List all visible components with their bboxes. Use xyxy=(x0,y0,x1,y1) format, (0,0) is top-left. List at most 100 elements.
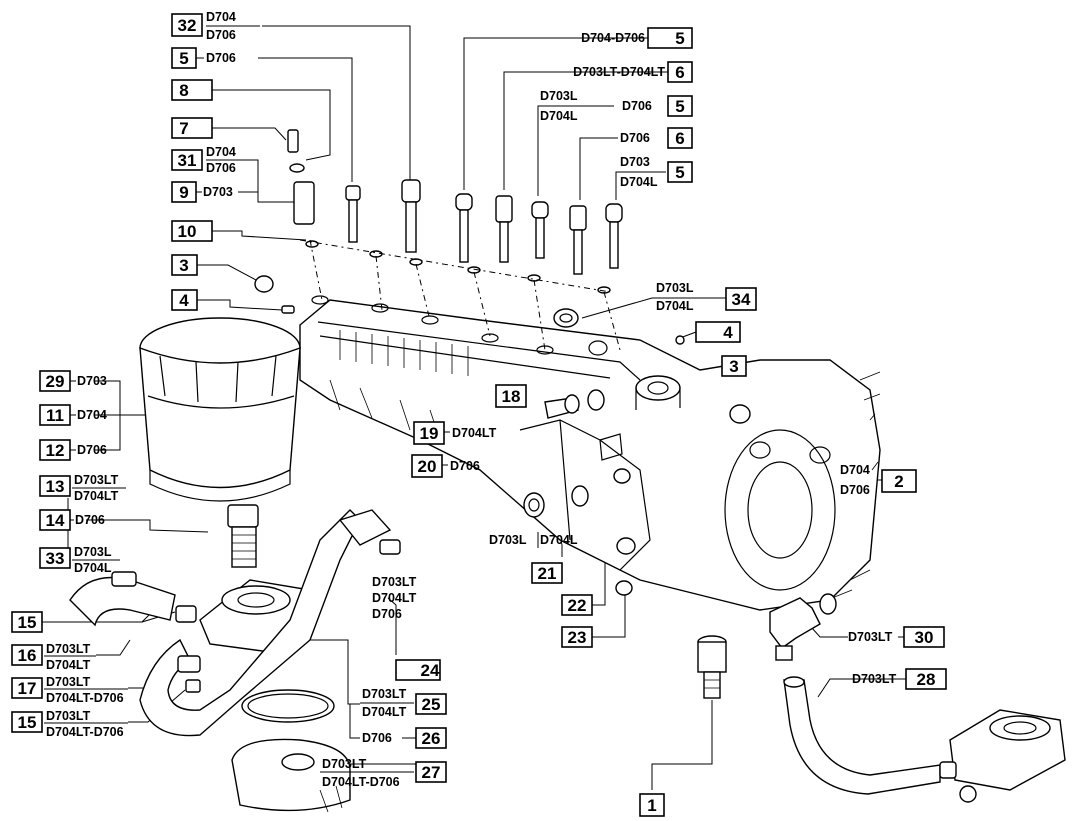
callout-model: D704LT xyxy=(452,426,497,440)
callout-number: 15 xyxy=(18,613,37,632)
callout-model: D703L xyxy=(656,281,694,295)
callout-15: 15 xyxy=(11,611,43,633)
callout-4-right: 4 xyxy=(695,321,741,343)
callout-model: D706 xyxy=(75,513,105,527)
callout-number: 11 xyxy=(46,406,64,425)
callout-25: D703LT D704LT 25 xyxy=(360,687,447,719)
callout-number: 6 xyxy=(675,129,684,148)
callout-model: D704 xyxy=(840,463,870,477)
callout-model: D704 xyxy=(206,10,236,24)
callout-model: D706 xyxy=(206,51,236,65)
callout-model: D703 xyxy=(77,374,107,388)
callout-34: D703L D704L 34 xyxy=(656,281,757,313)
callout-model: D706 xyxy=(840,483,870,497)
callout-number: 17 xyxy=(18,679,37,698)
callout-10: 10 xyxy=(171,220,213,242)
callout-9: 9 D703 xyxy=(171,181,233,203)
callout-number: 2 xyxy=(894,472,903,491)
alt-cooler-art xyxy=(697,593,1066,803)
callout-32: 32 D704 D706 xyxy=(171,10,260,42)
callout-number: 22 xyxy=(568,596,587,615)
callout-number: 8 xyxy=(179,81,188,100)
callout-number: 4 xyxy=(723,323,733,342)
callout-number: 28 xyxy=(917,670,936,689)
callout-number: 13 xyxy=(46,477,65,496)
callout-model: D703LT xyxy=(852,672,897,686)
callout-21: D703L D704L 21 xyxy=(489,532,578,584)
callout-number: 1 xyxy=(647,796,656,815)
callout-23: 23 xyxy=(561,626,593,648)
callout-3-right: 3 xyxy=(721,355,747,377)
callout-5-d703: D703 D704L 5 xyxy=(616,155,693,189)
callout-model: D704 xyxy=(77,408,107,422)
callout-number: 5 xyxy=(675,97,684,116)
callout-number: 32 xyxy=(178,16,197,35)
callout-model: D703L xyxy=(74,545,112,559)
callout-model: D703LT xyxy=(322,757,367,771)
callout-18: 18 xyxy=(495,384,527,408)
callout-model: D703LT xyxy=(372,575,417,589)
callout-model: D704LT xyxy=(362,705,407,719)
callout-number: 31 xyxy=(178,151,197,170)
callout-model: D704LT-D706 xyxy=(322,775,400,789)
callout-number: 9 xyxy=(179,183,188,202)
callout-number: 5 xyxy=(675,163,684,182)
callout-number: 33 xyxy=(46,549,65,568)
injectors-art xyxy=(254,129,623,351)
callout-26: D706 26 xyxy=(362,727,447,749)
callout-model: D706 xyxy=(450,459,480,473)
callout-11: 11 D704 xyxy=(39,404,107,426)
callout-model: D706 xyxy=(620,131,650,145)
callout-5-d706: 5 D706 xyxy=(171,47,236,69)
callout-model: D706 xyxy=(206,161,236,175)
callout-3: 3 xyxy=(171,254,198,276)
callout-5-d703l: D703L D704L D706 5 xyxy=(538,89,693,123)
callout-2: D704 D706 2 xyxy=(840,463,917,497)
callout-number: 12 xyxy=(46,441,65,460)
callout-30: D703LT 30 xyxy=(848,626,945,648)
callout-number: 7 xyxy=(179,119,188,138)
callout-model: D706 xyxy=(372,607,402,621)
callout-model: D706 xyxy=(622,99,652,113)
callout-model: D704 xyxy=(206,145,236,159)
callout-number: 3 xyxy=(179,256,188,275)
callout-model: D703LT xyxy=(74,473,119,487)
engine-block-art xyxy=(299,295,881,611)
callout-model: D706 xyxy=(206,28,236,42)
callout-4: 4 xyxy=(171,289,198,311)
callout-29: 29 D703 xyxy=(39,370,107,392)
callout-12: 12 D706 xyxy=(39,439,107,461)
callout-20: 20 D706 xyxy=(411,454,480,478)
callout-5-d704-d706: D704-D706 5 xyxy=(581,27,693,49)
callout-7: 7 xyxy=(171,117,213,139)
callout-number: 23 xyxy=(568,628,587,647)
callout-6-d706: D706 6 xyxy=(620,127,693,149)
callout-model: D704L xyxy=(656,299,694,313)
callout-14: 14 D706 xyxy=(39,509,105,531)
callout-model: D706 xyxy=(362,731,392,745)
callout-33: 33 D703L D704L xyxy=(39,545,120,575)
callout-model: D704L xyxy=(540,533,578,547)
oil-filter-art xyxy=(139,317,301,568)
callout-model: D703LT-D704LT xyxy=(573,65,665,79)
callout-model: D704LT xyxy=(46,658,91,672)
callout-16: 16 D703LT D704LT xyxy=(11,642,96,672)
callout-number: 18 xyxy=(502,387,521,406)
callout-model: D706 xyxy=(77,443,107,457)
callout-model: D704LT-D706 xyxy=(46,725,124,739)
callout-number: 10 xyxy=(178,222,197,241)
callout-number: 5 xyxy=(179,49,188,68)
callout-number: 29 xyxy=(46,372,65,391)
callouts: 32 D704 D706 5 D706 8 7 31 D704 D706 xyxy=(11,10,947,817)
callout-model: D703LT xyxy=(848,630,893,644)
callout-19: 19 D704LT xyxy=(413,421,497,445)
callout-model: D703L xyxy=(489,533,527,547)
callout-number: 24 xyxy=(421,661,440,680)
callout-24: D703LT D704LT D706 24 xyxy=(372,575,441,681)
callout-model: D704LT-D706 xyxy=(46,691,124,705)
callout-8: 8 xyxy=(171,79,213,101)
callout-28: D703LT 28 xyxy=(852,668,947,690)
callout-number: 21 xyxy=(538,564,557,583)
